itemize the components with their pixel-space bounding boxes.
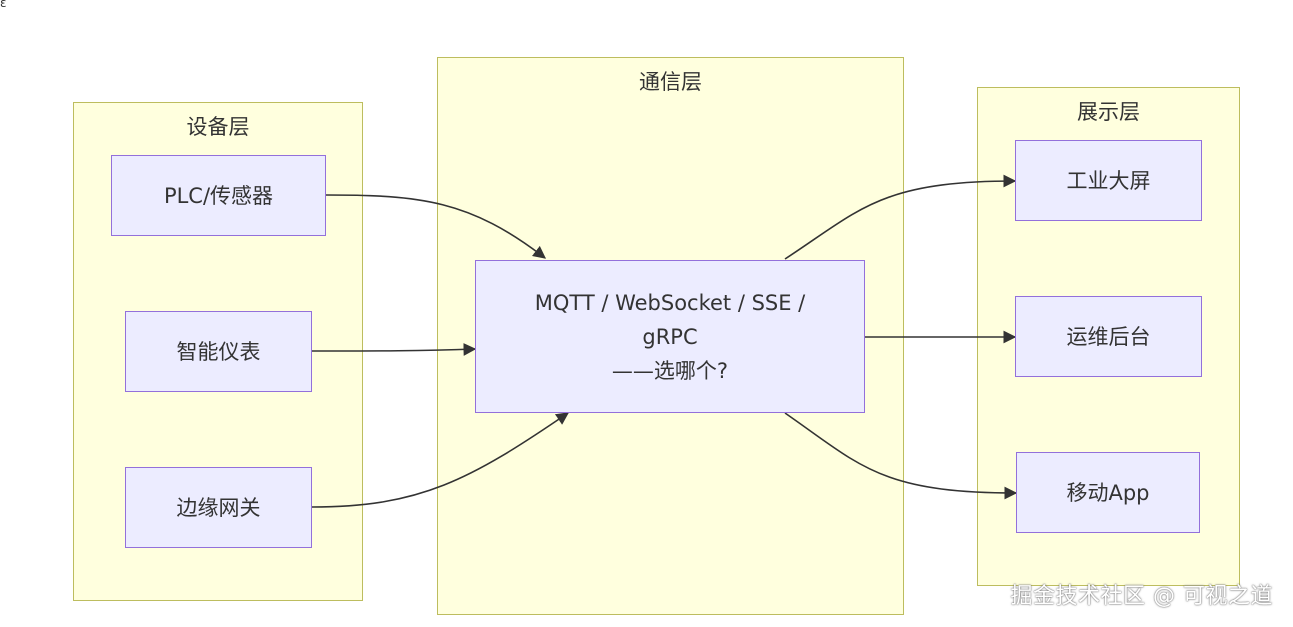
node-protocol-line-3: ——选哪个?	[611, 358, 729, 383]
cluster-title-comm: 通信层	[639, 70, 702, 94]
node-protocol-choice: MQTT / WebSocket / SSE / gRPC ——选哪个?	[475, 260, 865, 413]
node-protocol-line-2: gRPC	[642, 324, 698, 349]
node-mobile-app: 移动App	[1016, 452, 1200, 533]
node-smart-meter-label: 智能仪表	[176, 339, 261, 364]
node-industrial-screen-label: 工业大屏	[1066, 168, 1151, 193]
watermark: 掘金技术社区 @ 可视之道	[1010, 584, 1273, 609]
node-plc-sensor-label: PLC/传感器	[163, 183, 274, 208]
node-edge-gateway-label: 边缘网关	[176, 495, 261, 520]
node-ops-backend-label: 运维后台	[1066, 324, 1151, 349]
node-protocol-line-1: MQTT / WebSocket / SSE /	[534, 290, 806, 315]
node-industrial-screen: 工业大屏	[1015, 140, 1202, 221]
corner-mark: ε	[0, 0, 7, 10]
node-mobile-app-label: 移动App	[1066, 480, 1150, 505]
node-edge-gateway: 边缘网关	[125, 467, 312, 548]
node-ops-backend: 运维后台	[1015, 296, 1202, 377]
node-smart-meter: 智能仪表	[125, 311, 312, 392]
cluster-title-display: 展示层	[1077, 100, 1140, 124]
node-plc-sensor: PLC/传感器	[111, 155, 326, 236]
cluster-title-device: 设备层	[186, 115, 250, 139]
